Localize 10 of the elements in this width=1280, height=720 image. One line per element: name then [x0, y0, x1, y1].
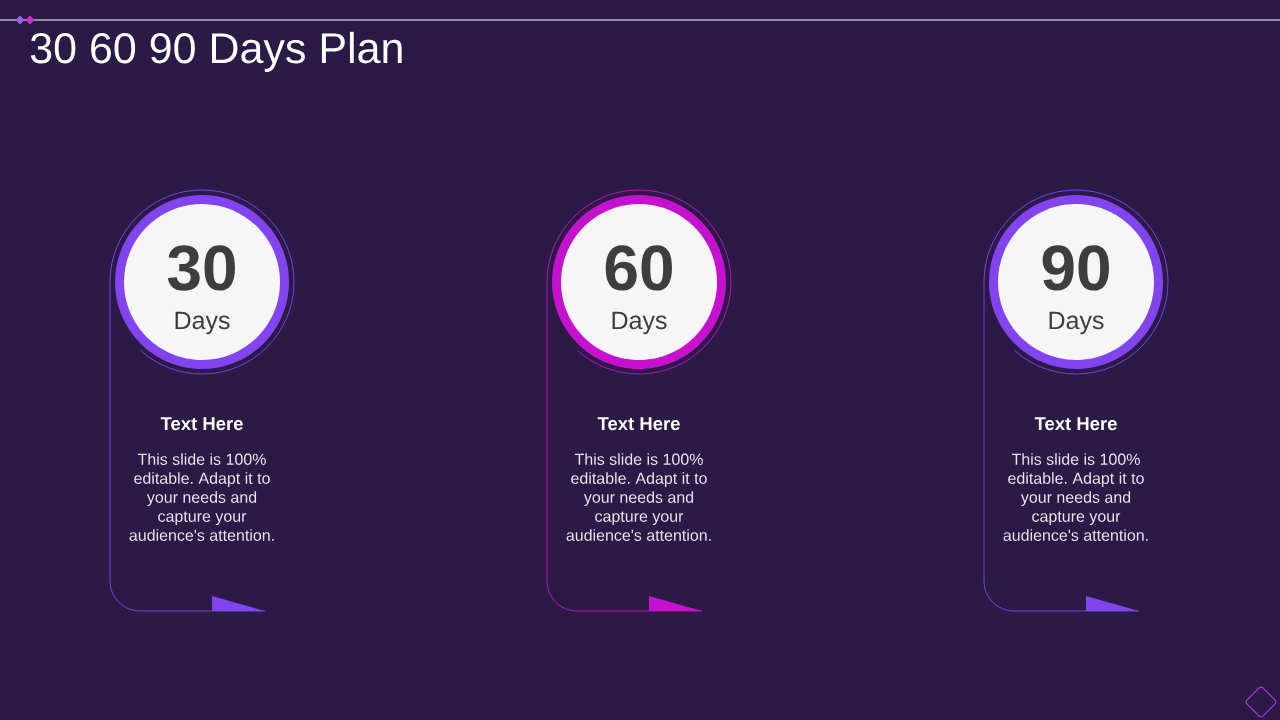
day-badge: 90 Days: [989, 195, 1163, 369]
body-text: This slide is 100% editable. Adapt it to your needs and capture your audience's attention.: [1003, 453, 1148, 541]
heading: Text Here: [597, 417, 680, 431]
body-text: This slide is 100% editable. Adapt it to your needs and capture your audience's attention.: [566, 453, 711, 541]
heading: Text Here: [160, 417, 243, 431]
day-badge: 60 Days: [552, 195, 726, 369]
body-text: This slide is 100% editable. Adapt it to your needs and capture your audience's attention.: [129, 453, 274, 541]
title: 30 60 90 Days Plan: [30, 31, 402, 72]
day-badge: 30 Days: [115, 195, 289, 369]
heading: Text Here: [1034, 417, 1117, 431]
